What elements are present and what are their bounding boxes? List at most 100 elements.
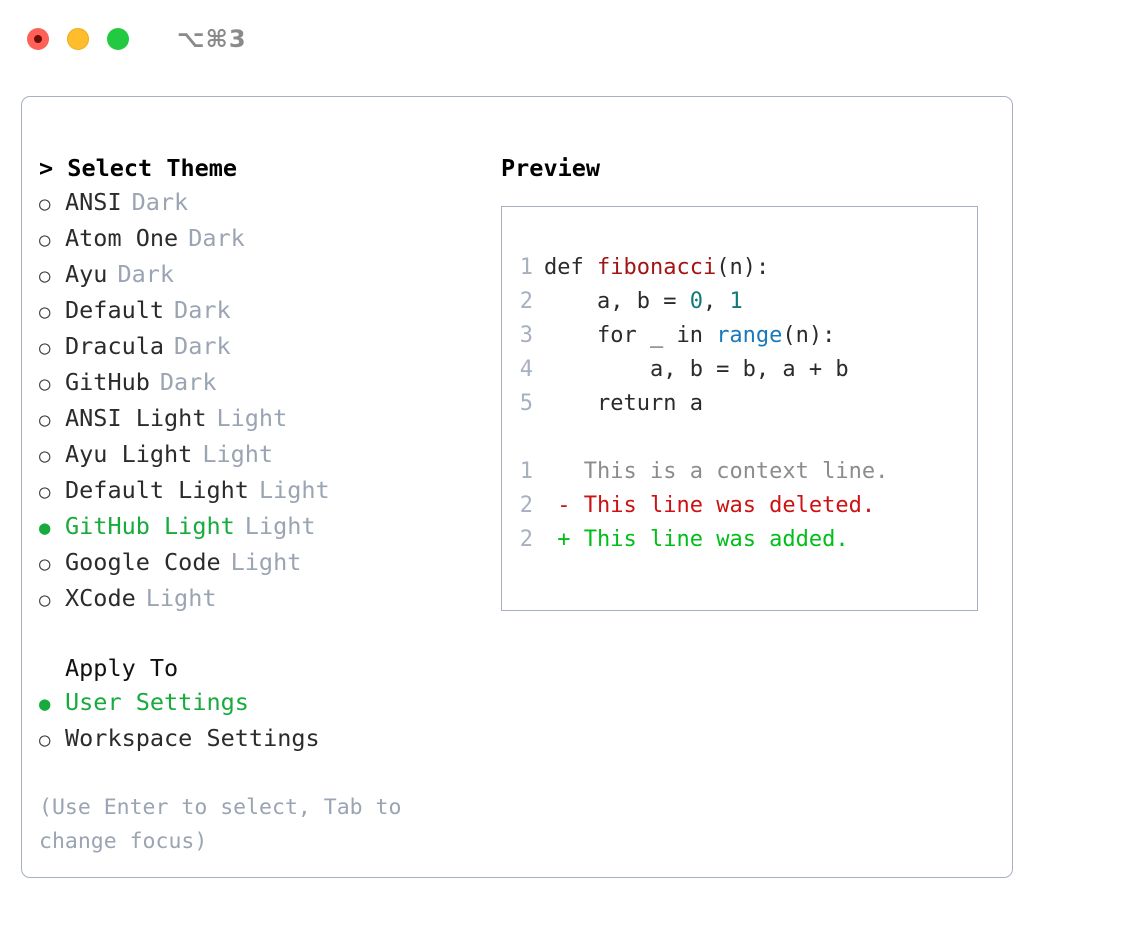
code-line-text: a, b = 0, 1: [544, 285, 743, 319]
theme-option-label: XCode: [65, 584, 136, 612]
code-diff-spacer: [502, 421, 977, 455]
theme-option-ansi[interactable]: ○ ANSI Dark: [39, 185, 489, 221]
diff-line-del: 2 - This line was deleted.: [502, 489, 977, 523]
code-token-call: range: [716, 323, 783, 348]
keyboard-hint-text: (Use Enter to select, Tab to change focu…: [39, 795, 415, 854]
code-token-plain: a, b =: [544, 289, 690, 314]
apply-to-option-user-settings[interactable]: ● User Settings: [39, 685, 489, 721]
preview-title: Preview: [501, 154, 601, 182]
radio-unselected-icon: ○: [39, 229, 51, 251]
radio-unselected-icon: ○: [39, 589, 51, 611]
select-theme-header: > Select Theme: [39, 154, 238, 182]
theme-option-tag: Light: [202, 440, 274, 468]
theme-option-dracula[interactable]: ○ Dracula Dark: [39, 329, 489, 365]
code-token-plain: (n):: [716, 255, 770, 280]
code-line: 4 a, b = b, a + b: [502, 353, 977, 387]
diff-marker: +: [544, 527, 584, 552]
theme-option-tag: Light: [244, 512, 316, 540]
apply-to-header: Apply To: [65, 654, 179, 682]
code-line-text: def fibonacci(n):: [544, 251, 769, 285]
radio-unselected-icon: ○: [39, 301, 51, 323]
theme-option-default[interactable]: ○ Default Dark: [39, 293, 489, 329]
radio-unselected-icon: ○: [39, 193, 51, 215]
theme-option-google-code[interactable]: ○ Google Code Light: [39, 545, 489, 581]
radio-unselected-icon: ○: [39, 337, 51, 359]
theme-option-label: GitHub: [65, 368, 150, 396]
theme-option-tag: Dark: [159, 368, 217, 396]
theme-option-label: ANSI: [65, 188, 122, 216]
theme-option-label: Google Code: [65, 548, 221, 576]
minimize-button[interactable]: [67, 28, 89, 50]
radio-unselected-icon: ○: [39, 445, 51, 467]
theme-option-default-light[interactable]: ○ Default Light Light: [39, 473, 489, 509]
code-token-plain: ,: [702, 289, 730, 314]
theme-option-tag: Light: [230, 548, 302, 576]
title-bar: ⌥⌘3: [0, 0, 1140, 78]
theme-option-github-light[interactable]: ● GitHub Light Light: [39, 509, 489, 545]
code-token-plain: def: [544, 255, 597, 280]
theme-option-ayu[interactable]: ○ Ayu Dark: [39, 257, 489, 293]
code-line-text: a, b = b, a + b: [544, 353, 849, 387]
theme-option-label: Default Light: [65, 476, 249, 504]
radio-unselected-icon: ○: [39, 729, 51, 751]
apply-to-list[interactable]: ● User Settings ○ Workspace Settings: [39, 685, 489, 757]
theme-option-label: ANSI Light: [65, 404, 207, 432]
code-token-num: 1: [729, 289, 743, 314]
close-button[interactable]: [27, 28, 49, 50]
code-token-plain: a, b = b, a + b: [544, 357, 849, 382]
theme-option-label: Ayu: [65, 260, 108, 288]
code-token-plain: return a: [544, 391, 703, 416]
code-line: 1 def fibonacci(n):: [502, 251, 977, 285]
line-number: 3: [519, 323, 533, 348]
radio-unselected-icon: ○: [39, 481, 51, 503]
line-number: 1: [519, 255, 533, 280]
code-token-plain: (n):: [782, 323, 836, 348]
radio-unselected-icon: ○: [39, 409, 51, 431]
apply-to-option-label: Workspace Settings: [65, 724, 320, 752]
code-line: 2 a, b = 0, 1: [502, 285, 977, 319]
zoom-button[interactable]: [107, 28, 129, 50]
line-number: 4: [519, 357, 533, 382]
apply-to-option-label: User Settings: [65, 688, 249, 716]
theme-option-tag: Light: [258, 476, 330, 504]
line-number: 2: [519, 289, 533, 314]
theme-option-tag: Dark: [174, 296, 231, 324]
line-number: 2: [519, 527, 533, 552]
code-line-text: for _ in range(n):: [544, 319, 835, 353]
diff-line-add: 2 + This line was added.: [502, 523, 977, 557]
theme-option-tag: Dark: [117, 260, 175, 288]
code-line: 5 return a: [502, 387, 977, 421]
theme-option-tag: Light: [216, 404, 288, 432]
list-spacer: [39, 617, 489, 651]
theme-option-github[interactable]: ○ GitHub Dark: [39, 365, 489, 401]
diff-marker: [544, 455, 584, 489]
radio-selected-icon: ●: [39, 693, 51, 715]
theme-option-tag: Dark: [174, 332, 231, 360]
code-token-plain: for _ in: [544, 323, 717, 348]
theme-option-tag: Dark: [131, 188, 189, 216]
diff-line-text: This line was deleted.: [583, 493, 876, 518]
window-controls: [27, 28, 129, 50]
theme-option-ansi-light[interactable]: ○ ANSI Light Light: [39, 401, 489, 437]
radio-unselected-icon: ○: [39, 373, 51, 395]
theme-option-label: Dracula: [65, 332, 165, 360]
radio-unselected-icon: ○: [39, 265, 51, 287]
theme-option-label: Default: [65, 296, 165, 324]
theme-option-tag: Dark: [188, 224, 245, 252]
theme-option-label: GitHub Light: [65, 512, 235, 540]
radio-unselected-icon: ○: [39, 553, 51, 575]
diff-line-ctx: 1 This is a context line.: [502, 455, 977, 489]
diff-marker: -: [544, 493, 584, 518]
line-number: 2: [519, 493, 533, 518]
diff-line-text: This is a context line.: [583, 459, 889, 484]
radio-selected-icon: ●: [39, 517, 51, 539]
apply-to-option-workspace-settings[interactable]: ○ Workspace Settings: [39, 721, 489, 757]
